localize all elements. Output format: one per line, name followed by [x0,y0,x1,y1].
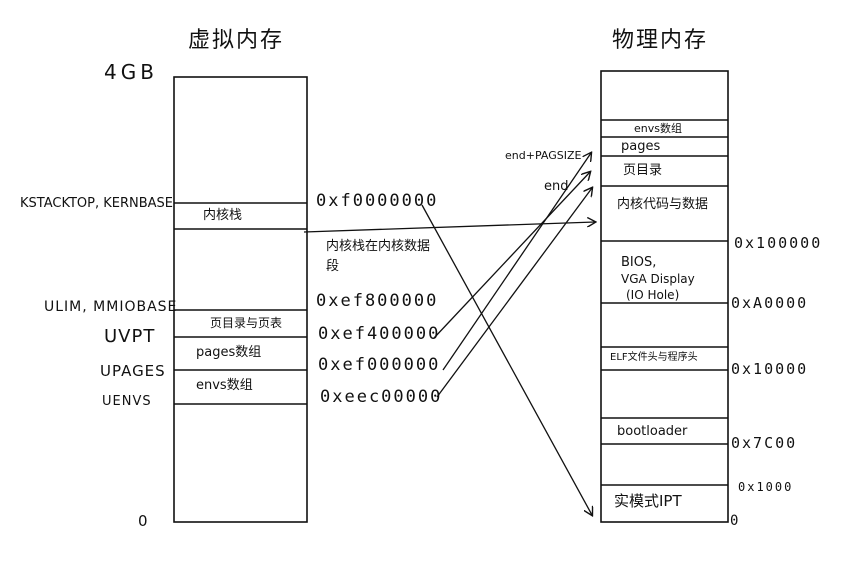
physical-memory-title: 物理内存 [612,28,709,53]
pcell-vga-display: VGA Display [621,272,695,286]
virtual-memory-title: 虚拟内存 [188,28,285,53]
pcell-envs-array: envs数组 [634,122,682,135]
pcell-elf-headers: ELF文件头与程序头 [610,352,698,363]
label-end: end [544,179,569,194]
cell-pages-array: pages数组 [196,345,262,360]
pcell-kernel-code-data: 内核代码与数据 [617,197,709,212]
pcell-pgdir: 页目录 [623,163,663,178]
pcell-realmode-ipt: 实模式IPT [614,492,682,510]
paddr-a0000: 0xA0000 [731,294,809,312]
pcell-bootloader: bootloader [617,424,688,439]
label-ulim-mmiobase: ULIM, MMIOBASE [44,299,178,315]
addr-uenvs: 0xeec00000 [320,387,443,407]
paddr-100000: 0x100000 [734,234,823,252]
addr-uvpt: 0xef400000 [318,324,441,344]
arrow-kernbase-to-phys-zero [421,204,592,515]
addr-upages: 0xef000000 [318,355,441,375]
pcell-pages: pages [621,139,661,154]
cell-pgdir-pgtable: 页目录与页表 [210,316,283,330]
virtual-top-label: 4GB [104,60,158,84]
paddr-0: 0 [730,513,741,529]
physical-memory-outline [600,70,729,523]
label-upages: UPAGES [100,362,166,380]
addr-kernbase: 0xf0000000 [316,191,439,211]
physical-memory-column [600,70,729,523]
label-kstacktop-kernbase: KSTACKTOP, KERNBASE [20,196,174,211]
paddr-7c00: 0x7C00 [731,434,798,452]
paddr-1000: 0x1000 [738,480,794,494]
arrow-kstack-to-kernel-data [303,222,595,233]
cell-kernel-stack: 内核栈 [203,208,243,223]
arrow-uenvs-to-envs [436,188,592,398]
virtual-memory-outline [173,76,308,523]
label-end-pagesize: end+PAGSIZE [505,149,582,162]
virtual-memory-column [173,76,308,523]
paddr-10000: 0x10000 [731,360,809,378]
arrow-uvpt-to-pgdir [433,172,590,339]
note-kstack-in-kernel-data: 内核栈在内核数据段 [326,239,431,274]
label-uvpt: UVPT [104,326,156,347]
pcell-bios: BIOS, [621,255,657,270]
arrow-upages-to-pages [442,153,591,371]
label-uenvs: UENVS [102,394,152,409]
virtual-bottom-label: 0 [138,512,149,530]
addr-ulim: 0xef800000 [316,291,439,311]
cell-envs-array: envs数组 [196,378,253,393]
pcell-io-hole: (IO Hole) [626,288,680,302]
